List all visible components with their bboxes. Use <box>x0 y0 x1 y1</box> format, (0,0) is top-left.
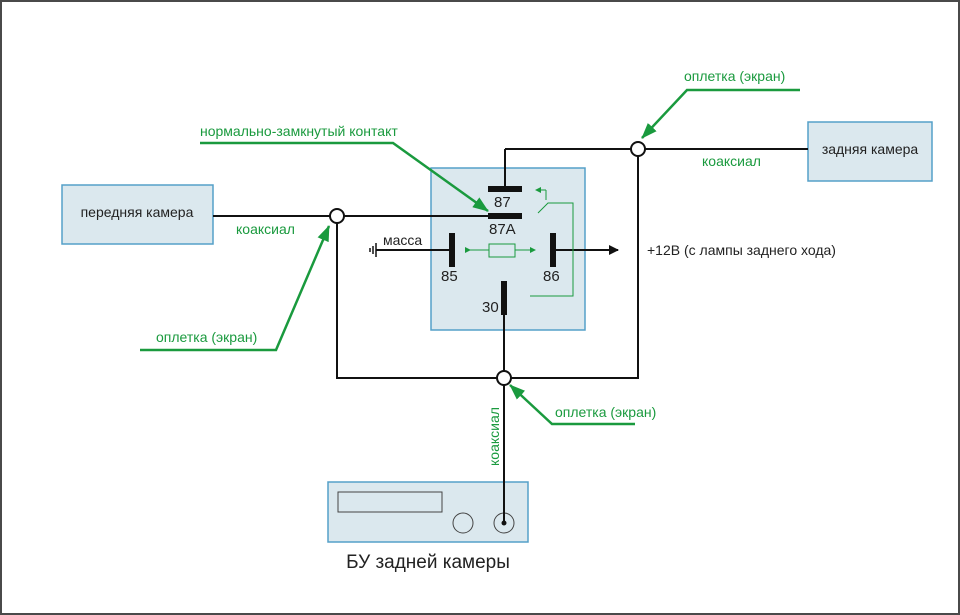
control-unit-connector-pin <box>501 520 507 526</box>
leader-nc-contact <box>200 141 489 213</box>
pin-86-label: 86 <box>543 268 560 285</box>
leader-shield-left <box>140 225 331 352</box>
coax-bottom-label: коаксиал <box>486 407 502 466</box>
contact-85 <box>449 233 455 267</box>
rear-camera-box <box>807 121 933 182</box>
contact-87a <box>488 213 522 219</box>
ground-symbol <box>369 243 377 257</box>
contact-87 <box>488 186 522 192</box>
pin-85-label: 85 <box>441 268 458 285</box>
ground-label: масса <box>383 232 422 248</box>
pin-87a-label: 87А <box>489 221 516 238</box>
shield-bottom-label: оплетка (экран) <box>555 404 656 420</box>
shield-junction-rear <box>630 141 646 157</box>
front-camera-box <box>61 184 214 245</box>
pin-30-label: 30 <box>482 299 499 316</box>
shield-junction-bottom <box>496 370 512 386</box>
coax-rear-label: коаксиал <box>702 153 761 169</box>
shield-junction-front <box>329 208 345 224</box>
rear-camera-label: задняя камера <box>822 141 919 157</box>
annotation-leaders <box>140 88 800 426</box>
pin-87-label: 87 <box>494 194 511 211</box>
leader-shield-bottom <box>509 384 635 426</box>
contact-30 <box>501 281 507 315</box>
front-camera-label: передняя камера <box>81 204 194 220</box>
relay-switch-path <box>530 202 574 297</box>
contact-86 <box>550 233 556 267</box>
control-unit <box>327 481 529 543</box>
shield-loop-wire <box>336 156 639 379</box>
relay-contacts <box>449 186 556 315</box>
relay-internal <box>465 187 574 297</box>
control-unit-connector-left <box>452 512 474 534</box>
control-unit-label: БУ задней камеры <box>346 552 510 573</box>
power-label: +12В (с лампы заднего хода) <box>647 242 836 258</box>
shield-left-label: оплетка (экран) <box>156 329 257 345</box>
wires <box>213 148 808 523</box>
nc-contact-label: нормально-замкнутый контакт <box>200 123 398 139</box>
control-unit-display <box>337 491 443 513</box>
coax-front-label: коаксиал <box>236 221 295 237</box>
leader-shield-top <box>641 88 800 139</box>
shield-top-label: оплетка (экран) <box>684 68 785 84</box>
